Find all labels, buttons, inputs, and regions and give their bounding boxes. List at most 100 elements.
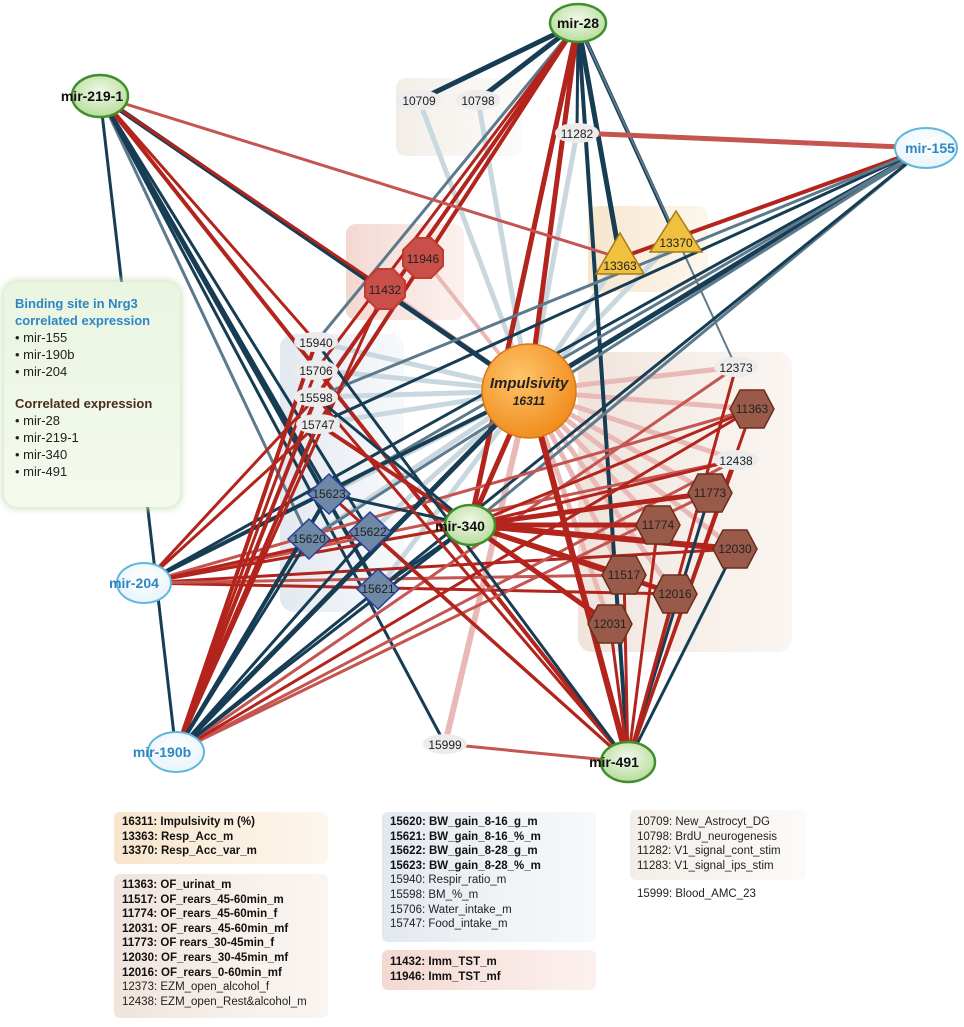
edge (314, 395, 630, 764)
edge (316, 146, 928, 426)
node-13363-label: 13363 (603, 259, 637, 273)
edge (467, 522, 738, 552)
node-15747[interactable]: 15747 (296, 414, 340, 434)
node-11432[interactable]: 11432 (364, 268, 406, 310)
node-15706[interactable]: 15706 (294, 360, 338, 380)
node-10798-shape (456, 90, 500, 110)
edge (174, 395, 318, 754)
node-12016[interactable]: 12016 (652, 574, 698, 614)
legend-row: 12016: OF_rears_0-60min_mf (122, 966, 282, 979)
legend-panel-orange (114, 812, 328, 864)
node-12438-label: 12438 (719, 454, 753, 468)
edge (314, 21, 580, 372)
node-11282-shape (555, 123, 599, 143)
edge (98, 94, 447, 746)
center-node[interactable]: Impulsivity 16311 (481, 343, 577, 439)
node-15706-label: 15706 (299, 364, 333, 378)
legend-row: 10798: BrdU_neurogenesis (637, 830, 778, 843)
mirna-node-mir-190b[interactable]: mir-190b (133, 731, 205, 773)
node-10798[interactable]: 10798 (456, 90, 500, 110)
mirna-node-mir-28-shape (548, 2, 608, 44)
legend-panel-blue (382, 812, 596, 942)
mirna-node-mir-219-1[interactable]: mir-219-1 (61, 73, 130, 119)
node-12030[interactable]: 12030 (712, 529, 758, 569)
mirna-node-mir-155[interactable]: mir-155 (894, 127, 958, 169)
node-13363-shape (594, 231, 646, 275)
edge (368, 530, 630, 764)
node-15999[interactable]: 15999 (423, 734, 467, 754)
mirna-node-mir-28[interactable]: mir-28 (548, 2, 608, 44)
edge (443, 742, 630, 764)
key-corr-item: • mir-219-1 (15, 430, 79, 445)
bg-grey-cluster (396, 78, 522, 156)
edge (626, 365, 738, 764)
node-15620-shape (286, 517, 332, 561)
node-12031-label: 12031 (593, 617, 627, 631)
node-12438[interactable]: 12438 (714, 450, 758, 470)
node-13370-label: 13370 (659, 236, 693, 250)
mirna-node-mir-204-shape (116, 562, 172, 604)
node-11774[interactable]: 11774 (635, 505, 681, 545)
key-binding-item: • mir-190b (15, 347, 75, 362)
node-11282[interactable]: 11282 (555, 123, 599, 143)
node-11773[interactable]: 11773 (687, 473, 733, 513)
node-10798-label: 10798 (461, 94, 495, 108)
legend-row: 15598: BM_%_m (390, 888, 479, 901)
node-15622-shape (347, 510, 393, 554)
mirna-node-mir-340-label: mir-340 (435, 518, 485, 534)
edge (174, 537, 311, 754)
legend-grey: 10709: New_Astrocyt_DG 10798: BrdU_neuro… (637, 815, 781, 902)
legend-row: 10709: New_Astrocyt_DG (637, 816, 770, 828)
node-15598[interactable]: 15598 (294, 387, 338, 407)
node-15598-shape (294, 387, 338, 407)
node-15622[interactable]: 15622 (347, 510, 393, 554)
legend-row: 13363: Resp_Acc_m (122, 830, 234, 843)
edge (174, 287, 387, 754)
edge (314, 21, 580, 399)
edge (574, 130, 929, 151)
edge (316, 21, 580, 426)
edge (416, 20, 581, 103)
node-15623[interactable]: 15623 (306, 472, 352, 516)
edge (626, 547, 737, 764)
edge (526, 20, 581, 394)
mirna-node-mir-340[interactable]: mir-340 (435, 503, 497, 547)
node-12031[interactable]: 12031 (587, 604, 633, 644)
node-15620[interactable]: 15620 (286, 517, 332, 561)
node-13370[interactable]: 13370 (648, 209, 704, 253)
edge (142, 530, 372, 585)
node-10709[interactable]: 10709 (397, 90, 441, 110)
edge (142, 422, 320, 585)
edge (174, 523, 472, 754)
node-11517-shape (601, 555, 647, 595)
node-15623-label: 15623 (312, 487, 346, 501)
node-11774-shape (635, 505, 681, 545)
legend-row: 15940: Respir_ratio_m (390, 874, 507, 887)
mirna-node-mir-204[interactable]: mir-204 (109, 562, 172, 604)
edge (608, 622, 630, 764)
node-11363-label: 11363 (736, 402, 769, 416)
edge (174, 530, 372, 754)
node-11517[interactable]: 11517 (601, 555, 647, 595)
node-13363[interactable]: 13363 (594, 231, 646, 275)
legend-row: 13370: Resp_Acc_var_m (122, 845, 257, 858)
edge (98, 94, 387, 291)
node-11363[interactable]: 11363 (729, 389, 775, 429)
node-11946[interactable]: 11946 (402, 237, 444, 279)
edge (173, 388, 532, 755)
legend-row: 11517: OF_rears_45-60min_m (122, 893, 284, 906)
edge (314, 21, 580, 344)
edge (314, 340, 630, 764)
node-15621[interactable]: 15621 (355, 567, 401, 611)
mirna-node-mir-491[interactable]: mir-491 (589, 740, 657, 784)
node-10709-shape (397, 90, 441, 110)
legend-row: 11774: OF_rears_45-60min_f (122, 908, 278, 921)
key-corr-item: • mir-491 (15, 464, 68, 479)
node-11282-label: 11282 (561, 127, 594, 141)
edge (622, 573, 630, 764)
node-15940[interactable]: 15940 (294, 332, 338, 352)
node-12373[interactable]: 12373 (714, 357, 758, 377)
legend-row: 15621: BW_gain_8-16_%_m (390, 830, 541, 843)
